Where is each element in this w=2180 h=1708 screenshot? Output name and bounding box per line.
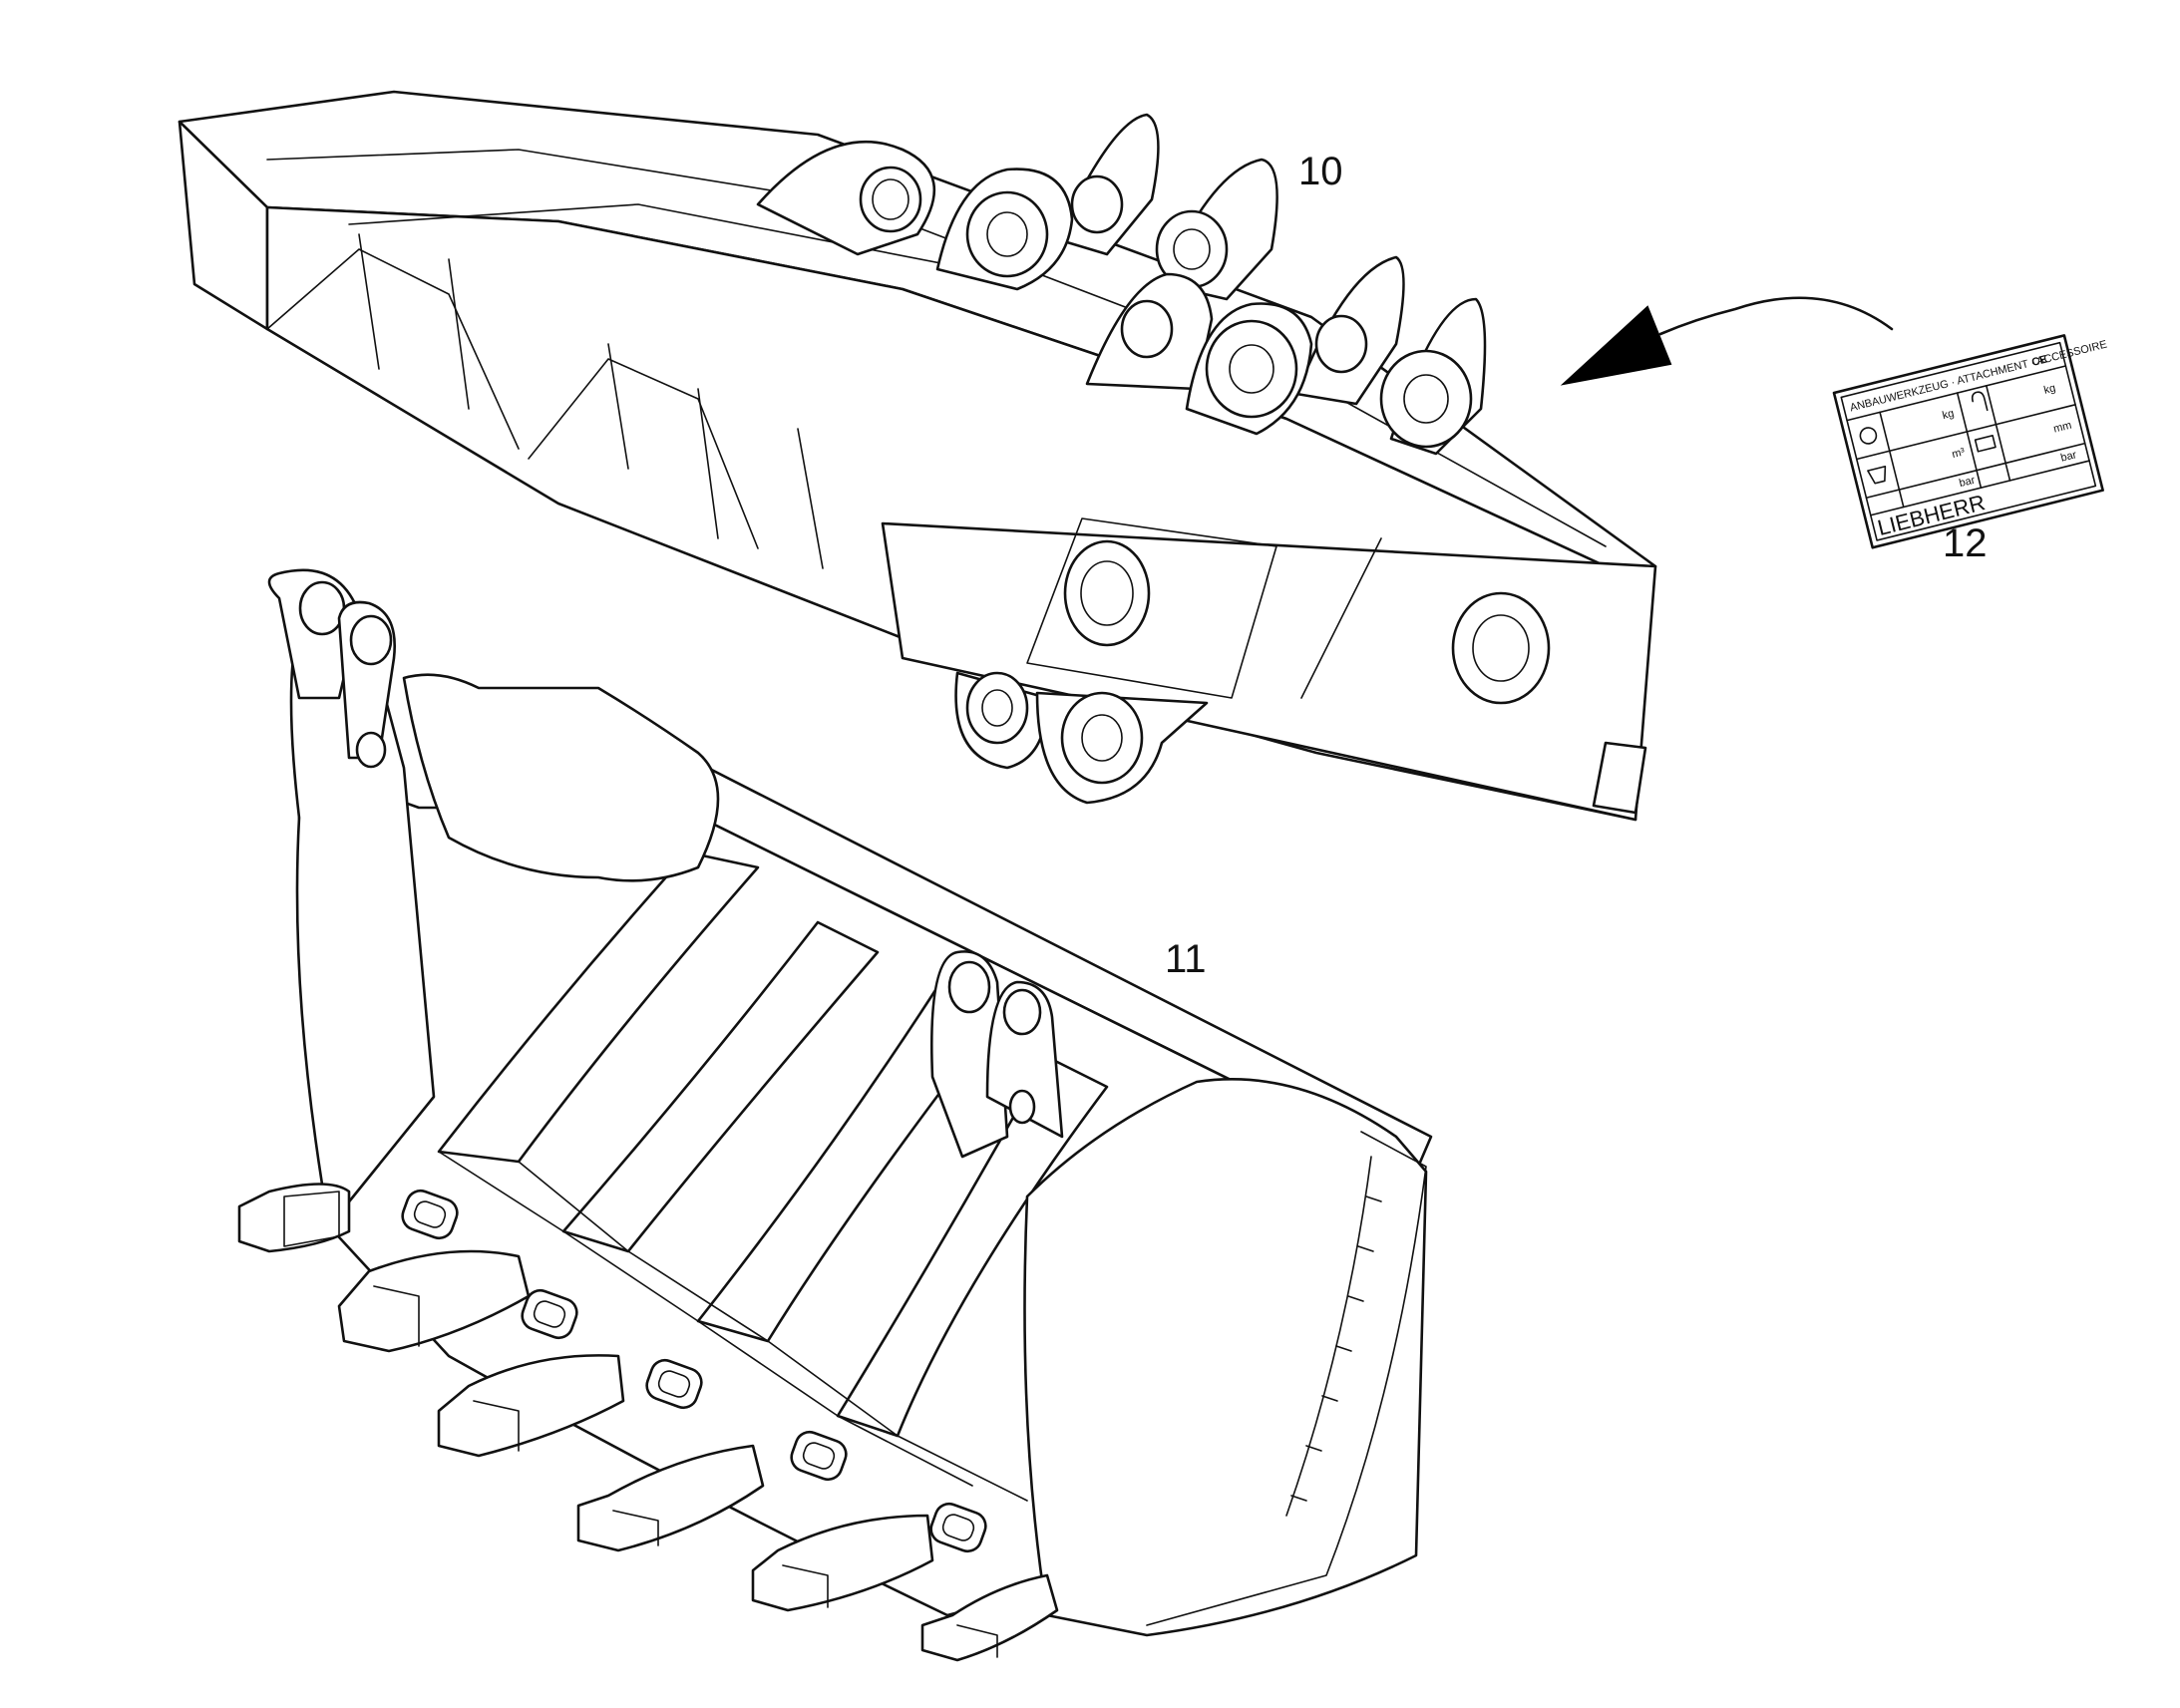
pointer-arrow-curve xyxy=(1658,296,1894,336)
pointer-arrow-head-icon xyxy=(1560,305,1672,386)
ce-mark-icon: CE xyxy=(2030,354,2048,369)
callout-12: 12 xyxy=(1943,521,1988,565)
side-wear-strip xyxy=(1285,1156,1382,1517)
nameplate-unit-mm: mm xyxy=(2052,420,2073,436)
upper-mounting-lugs xyxy=(756,113,1487,456)
bucket-liner-strips xyxy=(437,851,1109,1438)
nameplate-unit-bar-2: bar xyxy=(2059,449,2078,465)
lifting-hook-icon xyxy=(1971,391,1989,412)
nameplate-part: ANBAUWERKZEUG · ATTACHMENT · ACCESSOIRE … xyxy=(1560,296,2108,549)
nameplate-unit-kg-1: kg xyxy=(1941,408,1955,422)
web-ribs xyxy=(266,233,824,569)
front-bushing-left xyxy=(1063,539,1151,647)
bucket-part xyxy=(237,568,1433,1662)
bucket-teeth xyxy=(237,1183,1059,1662)
boom-frame-part xyxy=(178,90,1657,822)
callout-10: 10 xyxy=(1298,150,1343,193)
tooth-adapters xyxy=(401,1189,987,1553)
pressure-icon xyxy=(1974,434,1997,453)
lower-mounting-lugs xyxy=(954,671,1209,805)
bucket-capacity-icon xyxy=(1867,465,1887,485)
nameplate-unit-bar-1: bar xyxy=(1958,475,1977,491)
nameplate-unit-kg-2: kg xyxy=(2042,382,2056,396)
callout-11: 11 xyxy=(1165,937,1207,981)
front-bushing-right xyxy=(1451,591,1551,705)
weight-icon xyxy=(1859,427,1878,445)
nameplate-unit-m3: m³ xyxy=(1951,446,1967,461)
